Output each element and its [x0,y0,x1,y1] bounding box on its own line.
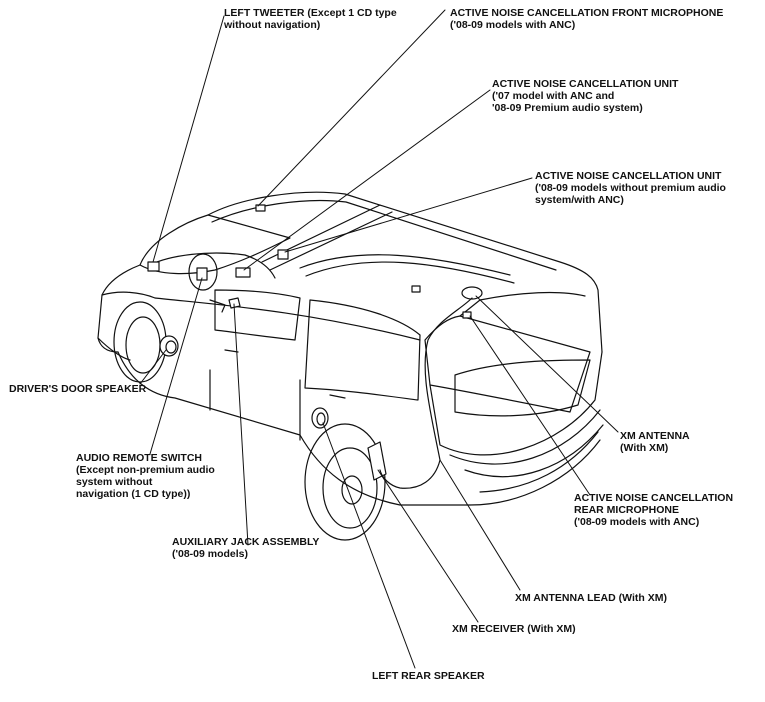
xm-antenna-lead-cable [379,297,473,489]
roof-microphone-component [411,285,472,319]
leader-audio-remote [149,277,203,455]
auxiliary-jack-component [228,297,241,309]
minivan-body [97,191,604,506]
rear-speaker-component [311,407,329,429]
door-speaker-component [159,335,179,357]
label-anc-unit-standard: ACTIVE NOISE CANCELLATION UNIT ('08-09 m… [535,170,726,206]
dashboard [149,252,276,313]
anc-unit-premium-component [235,267,251,278]
leader-front-mic [257,9,446,207]
leader-antenna-lead [439,459,521,591]
label-anc-rear-mic: ACTIVE NOISE CANCELLATION REAR MICROPHON… [574,492,734,528]
audio-remote-switch-component [196,267,208,281]
label-xm-receiver: XM RECEIVER (With XM) [452,623,576,635]
label-anc-front-mic: ACTIVE NOISE CANCELLATION FRONT MICROPHO… [450,7,724,31]
label-xm-antenna: XM ANTENNA (With XM) [620,430,690,454]
rear-wheel [304,423,386,541]
label-left-tweeter: LEFT TWEETER (Except 1 CD type without n… [224,7,397,31]
front-wheel [113,301,167,383]
label-left-rear-speaker: LEFT REAR SPEAKER [372,670,485,682]
leader-left-tweeter [152,15,225,263]
leader-rear-mic [469,315,591,496]
leader-xm-antenna [475,295,619,433]
label-auxiliary-jack: AUXILIARY JACK ASSEMBLY ('08-09 models) [172,536,320,560]
leader-anc-unit-standard [284,177,533,253]
leader-anc-unit-premium [243,89,491,271]
leader-aux-jack [233,303,249,546]
front-microphone-component [255,204,266,212]
xm-receiver-component [367,441,387,481]
xm-antenna-component [461,286,483,300]
left-tweeter-component [147,261,160,272]
leader-rear-speaker [322,422,416,669]
leader-xm-receiver [377,469,479,623]
leader-lines [139,9,619,669]
leader-door-speaker [139,349,167,385]
label-drivers-door-speaker: DRIVER'S DOOR SPEAKER [9,383,147,395]
label-xm-antenna-lead: XM ANTENNA LEAD (With XM) [515,592,667,604]
label-anc-unit-premium: ACTIVE NOISE CANCELLATION UNIT ('07 mode… [492,78,679,114]
anc-unit-standard-component [277,249,289,260]
label-audio-remote-switch: AUDIO REMOTE SWITCH (Except non-premium … [76,452,215,500]
